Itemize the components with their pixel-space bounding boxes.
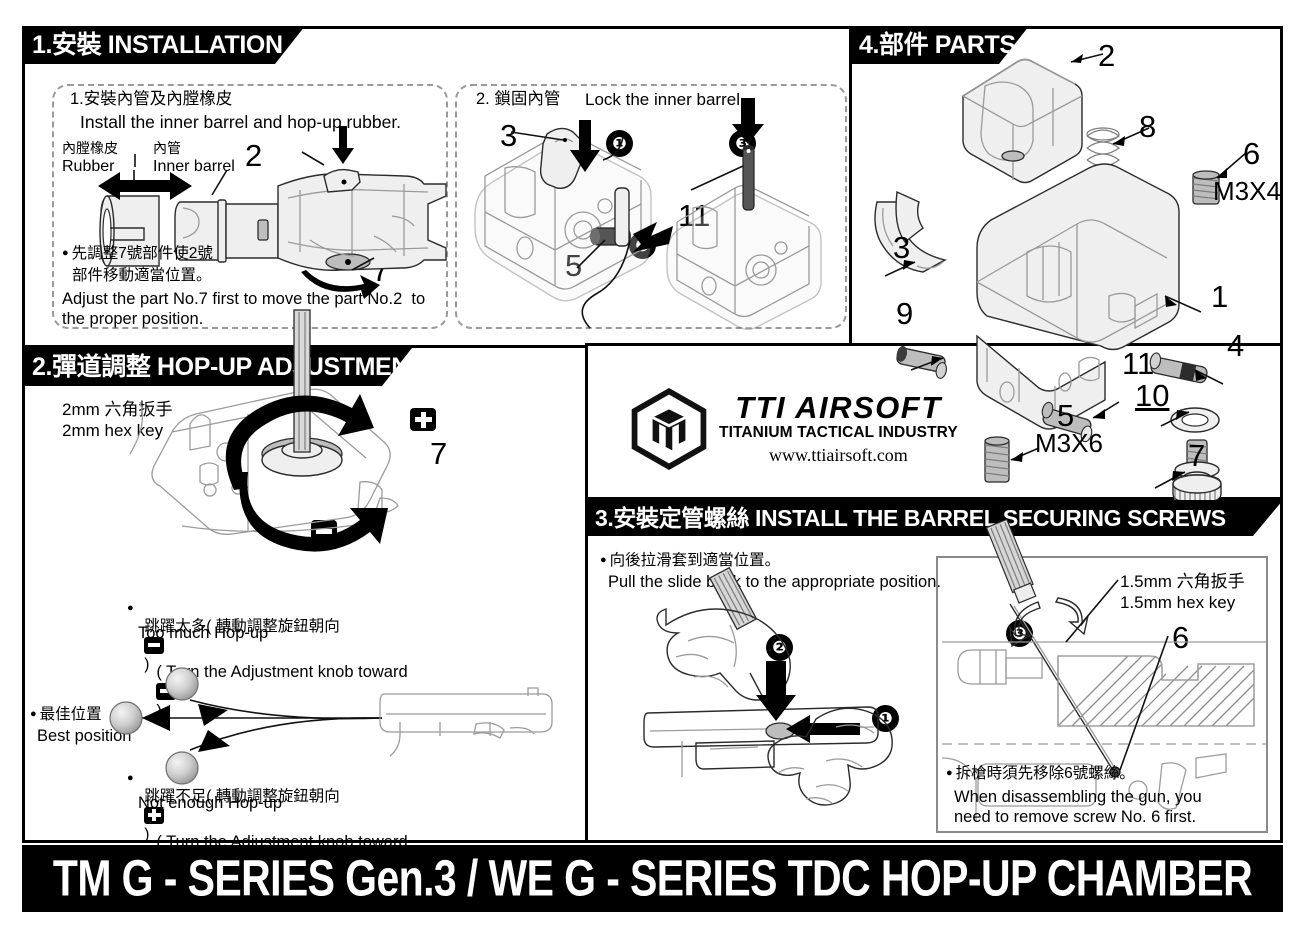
install-label-rubber-cn: 內膛橡皮 [62, 140, 118, 156]
hopup-notenough-cn-text: 跳躍不足( 轉動調整旋鈕朝向 [144, 788, 340, 806]
hopup-plus-indicator [410, 408, 436, 431]
install-step2-marker-3: ❸ [729, 130, 756, 157]
install-step2-box [455, 84, 847, 329]
banner-hopup-label: 2.彈道調整 HOP-UP ADJUSTMENT [32, 352, 424, 381]
minus-glyph-2 [156, 682, 177, 700]
parts-callout-8: 8 [1139, 109, 1157, 144]
screws-marker-2: ❷ [766, 634, 793, 661]
screws-warn-en-line2: need to remove screw No. 6 first. [954, 808, 1197, 826]
hopup-toomuch-cn-text: 跳躍太多( 轉動調整旋鈕朝向 [144, 618, 340, 636]
tti-hex-logo-icon [631, 387, 707, 471]
install-note-cn-line2: 部件移動適當位置。 [72, 267, 212, 284]
hopup-notenough-en: Not enough Hop-up [138, 794, 283, 812]
parts-callout-5: 5 [1057, 398, 1075, 433]
banner-screws-label: 3.安裝定管螺絲 INSTALL THE BARREL SECURING SCR… [595, 504, 1226, 531]
banner-parts-label: 4.部件 PARTS [859, 30, 1016, 59]
screws-callout-6: 6 [1172, 620, 1190, 655]
screws-marker-3: ❸ [1006, 620, 1033, 647]
install-label-rubber-en: Rubber [62, 158, 115, 175]
install-step2-marker-2: ❷ [629, 232, 656, 259]
screws-warn-en-line1: When disassembling the gun, you [954, 788, 1202, 806]
product-title: TM G - SERIES Gen.3 / WE G - SERIES TDC … [52, 849, 1253, 907]
parts-callout-4: 4 [1227, 328, 1245, 363]
install-note-en-line1: Adjust the part No.7 first to move the p… [62, 290, 426, 308]
hopup-notenough-cn-close: ) [144, 825, 150, 843]
hopup-best-cn: 最佳位置 [30, 706, 102, 724]
brand-tagline: TITANIUM TACTICAL INDUSTRY [719, 423, 958, 441]
hopup-toomuch-cn-close: ) [144, 655, 150, 673]
install-step2-marker-1: ❶ [606, 130, 633, 157]
parts-callout-9: 9 [896, 296, 914, 331]
divider-vertical-parts [849, 26, 852, 345]
hopup-hexkey-cn: 2mm 六角扳手 [62, 400, 173, 419]
install-note-en-line2: the proper position. [62, 310, 204, 328]
minus-glyph-1 [144, 636, 165, 654]
hopup-toomuch-cn: 跳躍太多( 轉動調整旋鈕朝向 ) [127, 600, 340, 692]
parts-callout-10: 10 [1135, 378, 1170, 413]
screws-hexkey-cn: 1.5mm 六角扳手 [1120, 572, 1245, 591]
divider-vertical-left [585, 345, 588, 843]
divider-section3-top [585, 497, 1283, 500]
parts-callout-3: 3 [893, 230, 911, 265]
parts-spec-m3x4: M3X4 [1213, 176, 1281, 206]
screws-hexkey-en: 1.5mm hex key [1120, 593, 1236, 612]
screws-pull-en: Pull the slide back to the appropriate p… [608, 573, 941, 591]
parts-spec-m3x6: M3X6 [1035, 428, 1103, 458]
brand-logo: TTI AIRSOFT TITANIUM TACTICAL INDUSTRY w… [628, 387, 958, 471]
install-step2-heading-cn: 2. 鎖固內管 [476, 90, 561, 108]
brand-website: www.ttiairsoft.com [769, 444, 908, 465]
hopup-toomuch-en: Too much Hop-up [138, 624, 269, 642]
screws-pull-cn: 向後拉滑套到適當位置。 [600, 552, 781, 570]
banner-installation: 1.安裝 INSTALLATION [22, 26, 305, 64]
install-note-cn-line1: 先調整7號部件使2號 [62, 245, 213, 263]
install-step2-callout-3: 3 [500, 118, 518, 153]
install-callout-7: 7 [372, 253, 390, 288]
parts-callout-7: 7 [1188, 438, 1206, 473]
screws-detail-panel [936, 556, 1268, 833]
install-step1-heading-cn: 1.安裝內管及內膛橡皮 [70, 90, 233, 108]
divider-section1-bottom [22, 345, 588, 348]
brand-name: TTI AIRSOFT [735, 389, 942, 425]
bottom-title-bar: TM G - SERIES Gen.3 / WE G - SERIES TDC … [22, 845, 1283, 912]
install-step2-callout-5: 5 [565, 248, 583, 283]
parts-callout-6: 6 [1243, 136, 1261, 171]
hopup-toomuch-paren-text: ( Turn the Adjustment knob toward [156, 663, 408, 682]
banner-installation-label: 1.安裝 INSTALLATION [32, 30, 283, 59]
hopup-callout-7: 7 [430, 436, 448, 471]
hopup-notenough-cn: 跳躍不足( 轉動調整旋鈕朝向 ) [127, 770, 340, 862]
banner-screws: 3.安裝定管螺絲 INSTALL THE BARREL SECURING SCR… [585, 500, 1283, 536]
install-step2-callout-11: 11 [678, 198, 711, 233]
hopup-hexkey-en: 2mm hex key [62, 421, 164, 440]
banner-parts: 4.部件 PARTS [849, 26, 1029, 64]
install-label-barrel-en: Inner barrel [153, 158, 235, 175]
install-step2-heading-en: Lock the inner barrel. [585, 90, 745, 109]
hopup-toomuch-paren: ( Turn the Adjustment knob toward ) [138, 644, 408, 741]
divider-parts-bottom [585, 343, 1283, 346]
screws-warn-cn: 拆槍時須先移除6號螺絲。 [946, 765, 1135, 783]
parts-callout-1: 1 [1211, 279, 1229, 314]
hopup-best-en: Best position [37, 727, 132, 745]
install-step1-box [52, 84, 448, 329]
parts-callout-11: 11 [1122, 346, 1155, 381]
banner-hopup: 2.彈道調整 HOP-UP ADJUSTMENT [22, 348, 412, 386]
screws-marker-1: ❶ [872, 705, 899, 732]
install-step1-heading-en: Install the inner barrel and hop-up rubb… [80, 112, 402, 132]
plus-glyph-1 [144, 806, 165, 824]
hopup-minus-indicator [311, 520, 337, 543]
hopup-toomuch-paren-close: ) [156, 702, 162, 721]
parts-callout-2: 2 [1098, 38, 1116, 73]
install-callout-2: 2 [245, 138, 263, 173]
install-label-barrel-cn: 內管 [153, 140, 181, 156]
